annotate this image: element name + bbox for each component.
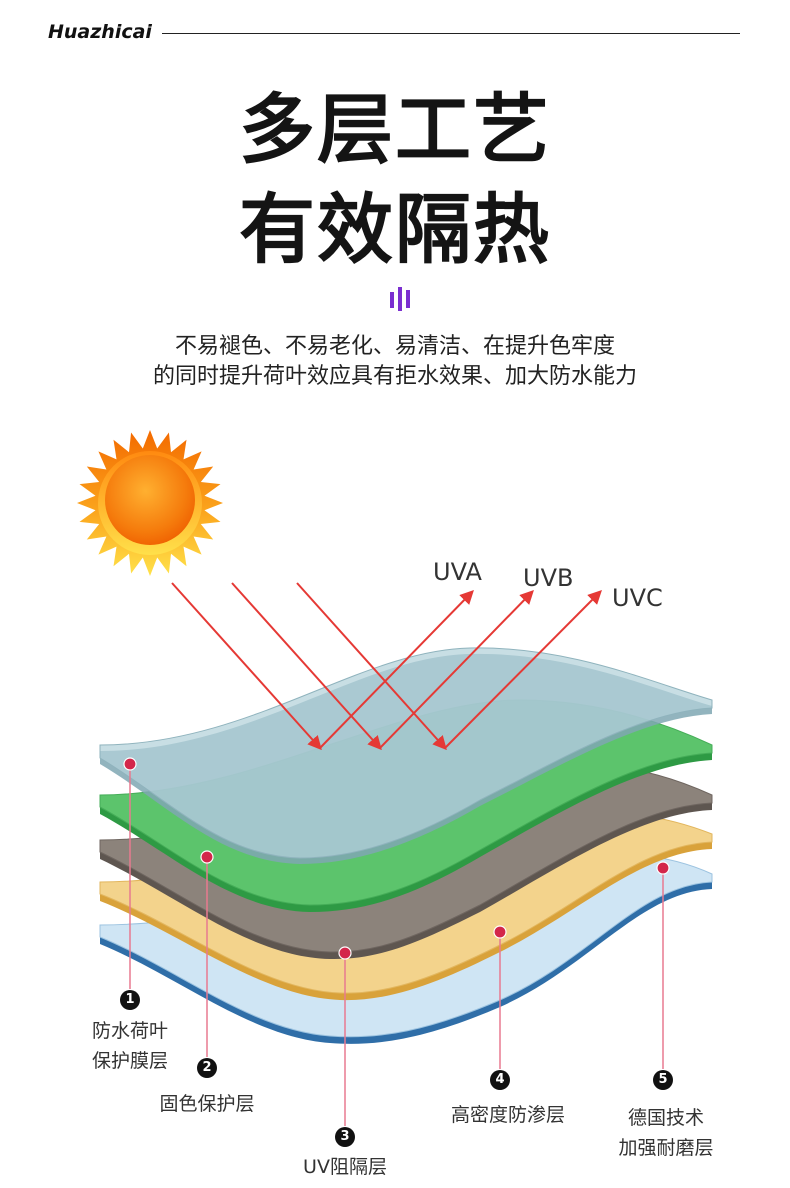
signal-bars-icon (390, 287, 410, 311)
page-title-line-1: 多层工艺 (239, 85, 551, 174)
leader-lines (129, 764, 664, 1126)
layer-5-number-badge: 5 (653, 1070, 673, 1090)
layer-5-label-line-1: 德国技术 (627, 1107, 705, 1129)
subtitle-line-2: 的同时提升荷叶效应具有拒水效果、加大防水能力 (152, 364, 637, 389)
layer-1-sheet (99, 647, 713, 864)
page-title-line-2: 有效隔热 (239, 185, 551, 274)
layer-2-number-badge: 2 (197, 1058, 217, 1078)
sun-icon (77, 430, 223, 576)
uva-reflection (319, 589, 474, 749)
layer-4-marker-dot (493, 925, 507, 939)
sun-core (105, 455, 195, 545)
layer-2-marker-dot (200, 850, 214, 864)
uvb-ray (231, 582, 382, 751)
uvb-label: UVB (523, 564, 574, 592)
layer-5-label: 德国技术 加强耐磨层 (618, 1103, 713, 1163)
layer-5-marker-dot (656, 861, 670, 875)
layer-2-label: 固色保护层 (159, 1089, 254, 1119)
header-divider-line (162, 33, 740, 34)
layer-1-marker-dot (123, 757, 137, 771)
layer-4-label-line-1: 高密度防渗层 (450, 1104, 566, 1126)
uv-rays (171, 582, 602, 751)
subtitle-line-1: 不易褪色、不易老化、易清洁、在提升色牢度 (174, 334, 615, 359)
layer-1-label: 防水荷叶 保护膜层 (92, 1016, 168, 1076)
layer-3-number-badge: 3 (335, 1127, 355, 1147)
layer-1-label-line-1: 防水荷叶 (91, 1020, 169, 1042)
layer-4-number-badge: 4 (490, 1070, 510, 1090)
layer-3-label-line-1: UV阻隔层 (303, 1156, 387, 1178)
layer-3-label: UV阻隔层 (303, 1152, 387, 1182)
layer-5-label-line-2: 加强耐磨层 (618, 1137, 714, 1159)
uvc-label: UVC (612, 584, 663, 612)
uvc-reflection (444, 590, 602, 749)
uva-label: UVA (433, 558, 482, 586)
uva-ray (171, 582, 322, 751)
uvb-reflection (379, 589, 534, 749)
layer-1-label-line-2: 保护膜层 (91, 1050, 169, 1072)
brand-name: Huazhicai (48, 21, 152, 43)
uvc-ray (296, 582, 447, 751)
layer-4-label: 高密度防渗层 (451, 1100, 565, 1130)
layer-1-number-badge: 1 (120, 990, 140, 1010)
layer-2-label-line-1: 固色保护层 (159, 1093, 255, 1115)
layer-3-marker-dot (338, 946, 352, 960)
